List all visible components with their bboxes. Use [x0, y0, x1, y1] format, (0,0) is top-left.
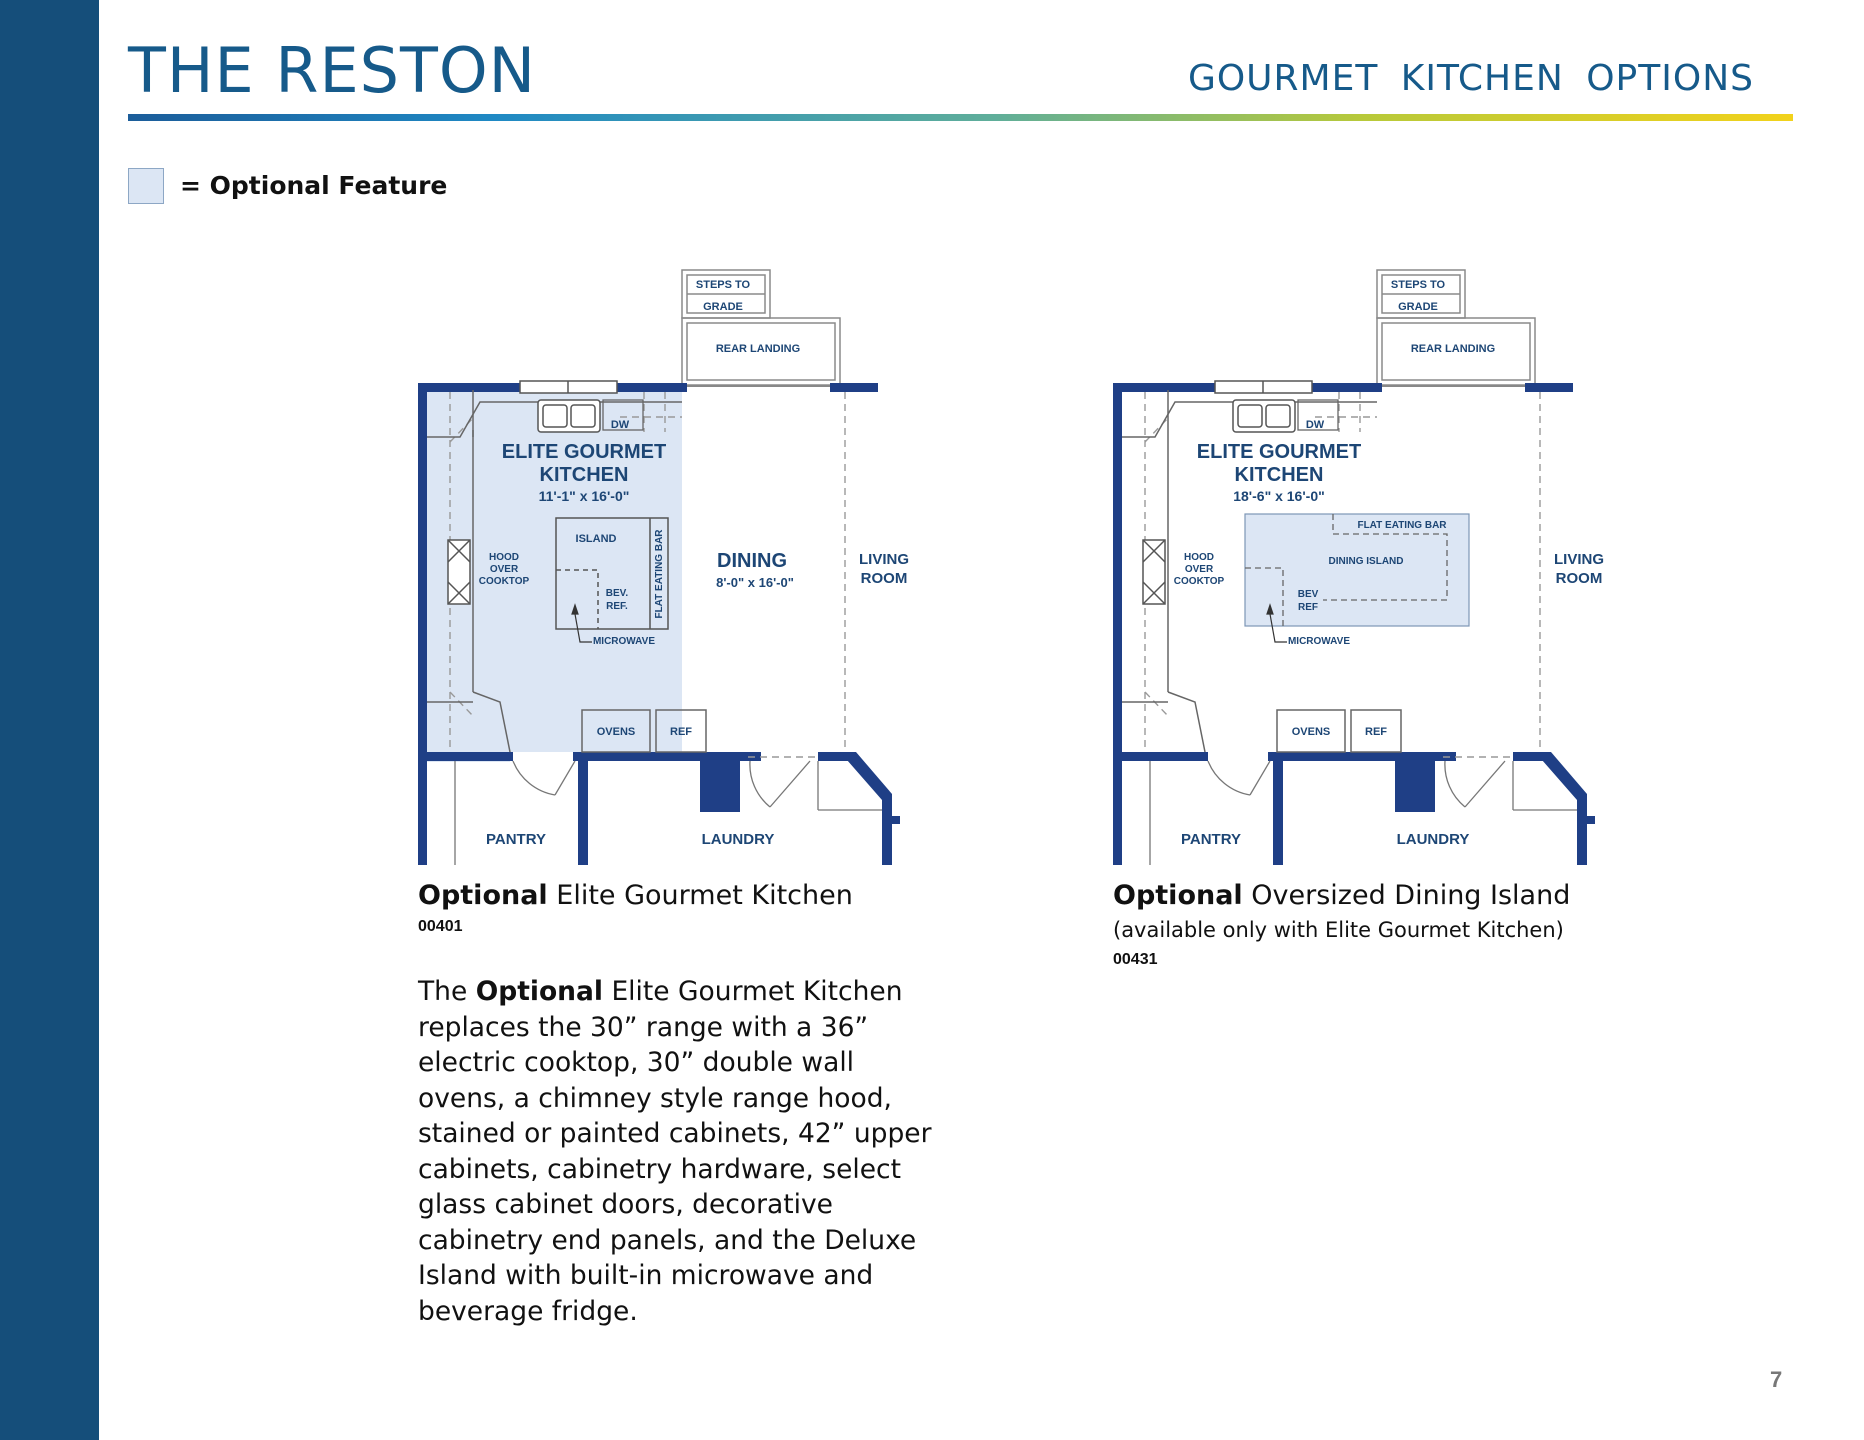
bev-ref-label-line1: BEV.: [606, 588, 629, 599]
ref-label: REF: [670, 726, 692, 738]
kitchen-title-line1: ELITE GOURMET: [502, 441, 666, 463]
option-code: 00431: [1113, 951, 1158, 968]
gradient-divider: [128, 114, 1793, 121]
ovens-label: OVENS: [1292, 726, 1331, 738]
cooktop: [1142, 539, 1166, 605]
bev-ref-label-line2: REF: [1298, 602, 1318, 613]
dw-label: DW: [611, 419, 630, 431]
dishwasher: [1297, 399, 1339, 431]
laundry-label: LAUNDRY: [1397, 831, 1470, 848]
section-title: GOURMET KITCHEN OPTIONS: [1187, 58, 1754, 99]
cooktop: [447, 539, 471, 605]
microwave-leader: [571, 603, 592, 643]
pantry-label: PANTRY: [1181, 831, 1241, 848]
bev-ref-label-line2: REF.: [606, 601, 628, 612]
window: [1214, 380, 1313, 394]
rear-landing-label: REAR LANDING: [716, 343, 800, 355]
grade-label: GRADE: [703, 301, 743, 313]
caption-optional-word: Optional: [418, 880, 548, 911]
description-paragraph: The Optional Elite Gourmet Kitchen repla…: [418, 974, 938, 1329]
ref-label: REF: [1365, 726, 1387, 738]
kitchen-title-line2: KITCHEN: [1235, 464, 1324, 486]
microwave-label: MICROWAVE: [593, 636, 655, 647]
flat-eating-bar-label: FLAT EATING BAR: [1357, 520, 1447, 531]
island-details: [1245, 514, 1448, 626]
dishwasher: [602, 399, 644, 431]
hood-label-line2: OVER: [1185, 564, 1214, 575]
side-color-bar: [0, 0, 99, 1440]
steps-label: STEPS TO: [1391, 279, 1446, 291]
bev-ref-label-line1: BEV: [1298, 589, 1319, 600]
grade-label: GRADE: [1398, 301, 1438, 313]
description-body: Elite Gourmet Kitchen replaces the 30” r…: [418, 976, 932, 1327]
island: [555, 517, 669, 630]
walls: [1113, 383, 1595, 865]
laundry-label: LAUNDRY: [702, 831, 775, 848]
caption-elite-kitchen: Optional Elite Gourmet Kitchen: [418, 880, 853, 911]
kitchen-dimensions: 18'-6" x 16'-0": [1233, 488, 1325, 504]
steps-label: STEPS TO: [696, 279, 751, 291]
hood-label-line3: COOKTOP: [1174, 576, 1225, 587]
dining-label: DINING: [717, 550, 787, 572]
page-title: THE RESTON: [128, 34, 537, 107]
door-swings: [1149, 760, 1577, 865]
kitchen-title-line2: KITCHEN: [540, 464, 629, 486]
caption-option-name: Elite Gourmet Kitchen: [547, 880, 853, 911]
legend-label: = Optional Feature: [180, 171, 448, 200]
microwave-leader: [1266, 603, 1287, 643]
living-label-line2: ROOM: [1556, 570, 1603, 587]
door-swings: [454, 760, 882, 865]
island-label: ISLAND: [576, 533, 617, 545]
rear-landing-label: REAR LANDING: [1411, 343, 1495, 355]
dw-label: DW: [1306, 419, 1325, 431]
microwave-label: MICROWAVE: [1288, 636, 1350, 647]
walls: [418, 383, 900, 865]
flat-eating-bar-label: FLAT EATING BAR: [654, 529, 665, 619]
caption-dining-island: Optional Oversized Dining Island: [1113, 880, 1570, 911]
rear-landing: [1376, 269, 1536, 386]
living-label-line1: LIVING: [1554, 551, 1604, 568]
sink: [537, 399, 601, 433]
caption-optional-word: Optional: [1113, 880, 1243, 911]
dining-dimensions: 8'-0" x 16'-0": [716, 575, 794, 590]
optional-swatch: [128, 168, 164, 204]
floor-plan-dining-island: STEPS TO GRADE REAR LANDING DW ELITE GOU…: [1113, 269, 1604, 865]
page-number: 7: [1770, 1367, 1783, 1392]
ovens-label: OVENS: [597, 726, 636, 738]
kitchen-dimensions: 11'-1" x 16'-0": [539, 488, 630, 504]
living-label-line2: ROOM: [861, 570, 908, 587]
sink: [1232, 399, 1296, 433]
description-optional-word: Optional: [475, 976, 604, 1007]
optional-dining-island: [1244, 513, 1470, 627]
dining-island-label: DINING ISLAND: [1329, 556, 1404, 567]
description-lead: The: [418, 976, 476, 1007]
hood-label-line2: OVER: [490, 564, 519, 575]
pantry-label: PANTRY: [486, 831, 546, 848]
hood-label-line1: HOOD: [489, 552, 519, 563]
caption-option-name: Oversized Dining Island: [1242, 880, 1571, 911]
kitchen-title-line1: ELITE GOURMET: [1197, 441, 1361, 463]
living-label-line1: LIVING: [859, 551, 909, 568]
optional-area: [420, 387, 682, 762]
availability-note: (available only with Elite Gourmet Kitch…: [1113, 918, 1564, 942]
option-code: 00401: [418, 918, 463, 935]
hood-label-line1: HOOD: [1184, 552, 1214, 563]
floor-plan-elite-kitchen: STEPS TO GRADE REAR LANDING DW ELITE GOU…: [418, 269, 909, 865]
hood-label-line3: COOKTOP: [479, 576, 530, 587]
window: [519, 380, 618, 394]
